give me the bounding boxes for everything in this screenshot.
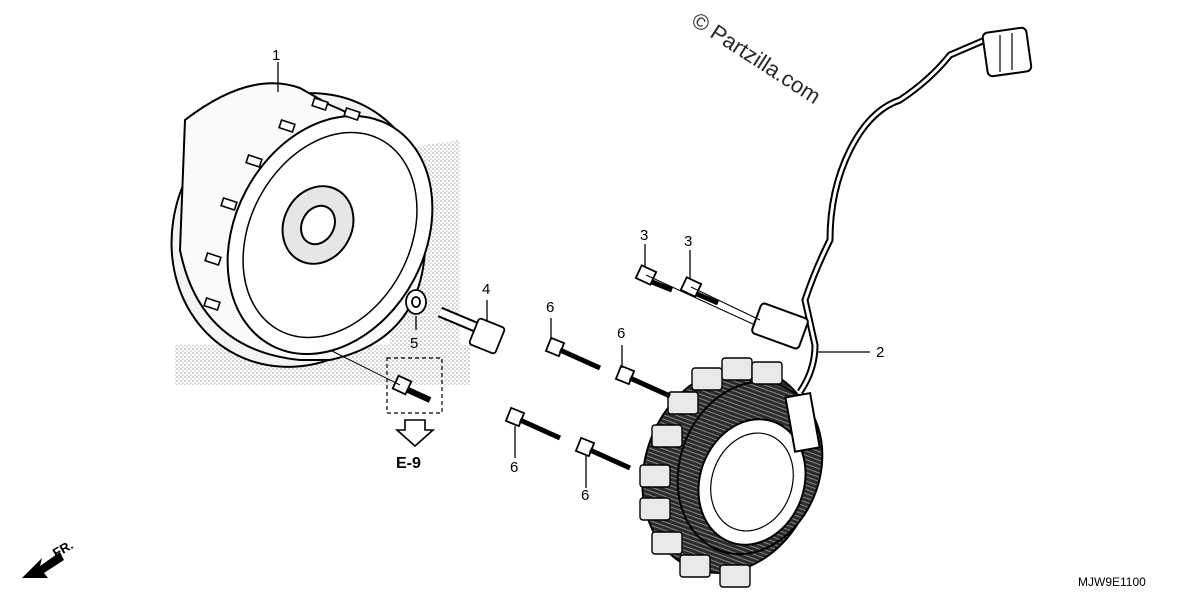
bolt-3-right[interactable] xyxy=(679,276,719,306)
callout-1: 1 xyxy=(272,47,280,64)
stator-bolt-6-d[interactable] xyxy=(574,436,632,471)
callout-4: 4 xyxy=(482,281,490,298)
reference-bolt[interactable] xyxy=(391,374,432,403)
flywheel-bolt-4[interactable] xyxy=(437,306,506,355)
stator-bolt-6-c[interactable] xyxy=(504,406,562,441)
callout-5: 5 xyxy=(410,335,418,352)
callout-6-d: 6 xyxy=(581,487,589,504)
callout-6-b: 6 xyxy=(617,325,625,342)
reference-label: E-9 xyxy=(396,455,421,472)
callout-6-a: 6 xyxy=(546,299,554,316)
assembly-lines xyxy=(329,274,761,386)
reference-arrow-icon xyxy=(394,419,436,448)
callout-3-right: 3 xyxy=(684,233,692,250)
stator[interactable] xyxy=(614,26,1033,598)
front-arrow-icon xyxy=(22,552,64,578)
callout-3-left: 3 xyxy=(640,227,648,244)
watermark: © Partzilla.com xyxy=(687,7,825,109)
callout-6-c: 6 xyxy=(510,459,518,476)
bolt-3-left[interactable] xyxy=(634,264,673,293)
flywheel[interactable] xyxy=(124,48,476,413)
leader-lines xyxy=(277,62,870,488)
washer-5[interactable] xyxy=(405,289,427,315)
diagram-code: MJW9E1100 xyxy=(1078,575,1146,589)
callout-2: 2 xyxy=(876,344,884,361)
stator-bolt-6-b[interactable] xyxy=(614,364,672,399)
reference-box xyxy=(386,357,443,414)
stator-bolt-6-a[interactable] xyxy=(544,336,602,371)
